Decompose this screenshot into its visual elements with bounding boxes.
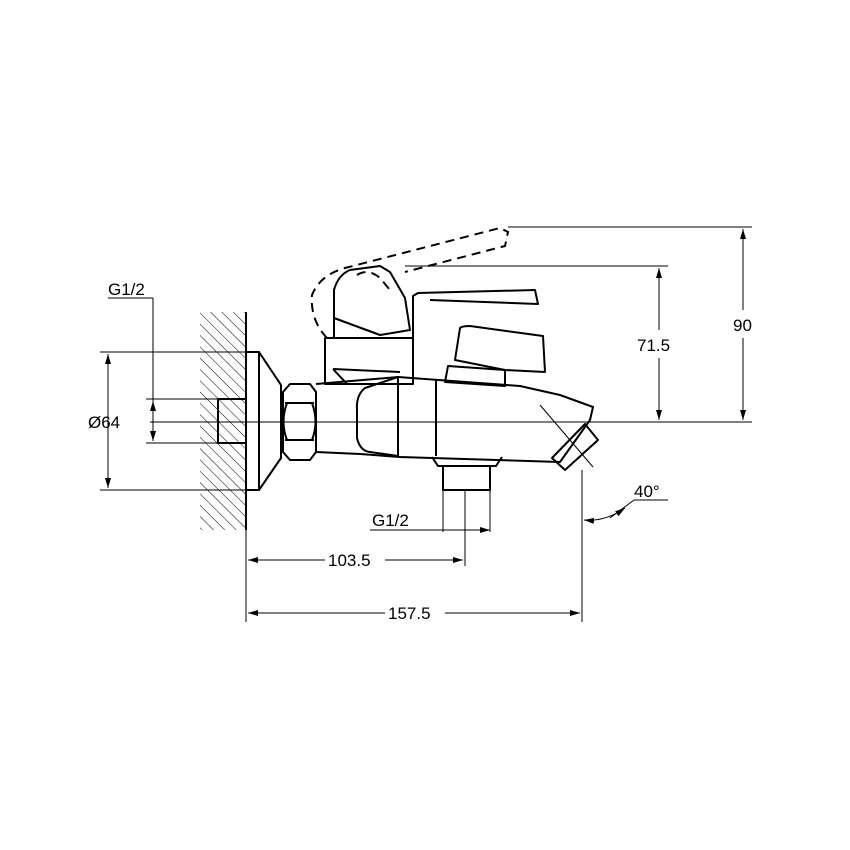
- dimension-angle: [583, 499, 668, 524]
- label-thread-outlet: G1/2: [372, 511, 409, 530]
- label-length-outlet: 103.5: [328, 551, 371, 570]
- dimension-diameter: [100, 351, 259, 491]
- mixer-body: [315, 376, 594, 468]
- label-height-raised: 90: [733, 316, 752, 335]
- label-height-handle: 71.5: [637, 336, 670, 355]
- label-diameter: Ø64: [88, 413, 120, 432]
- lever-handle: [310, 226, 539, 385]
- bottom-outlet: [431, 456, 503, 566]
- wall-flange: [245, 351, 282, 491]
- dimension-lengths: [245, 470, 583, 622]
- label-spout-angle: 40°: [634, 482, 660, 501]
- label-thread-wall: G1/2: [108, 280, 145, 299]
- dimension-71-5: [405, 265, 668, 420]
- spout-nozzle: [551, 423, 599, 471]
- wall: [200, 312, 247, 530]
- hex-nut: [282, 383, 317, 461]
- label-length-total: 157.5: [388, 604, 431, 623]
- diverter-knob: [444, 325, 546, 387]
- dimension-thread-wall: [108, 297, 218, 444]
- dimension-90: [508, 226, 752, 423]
